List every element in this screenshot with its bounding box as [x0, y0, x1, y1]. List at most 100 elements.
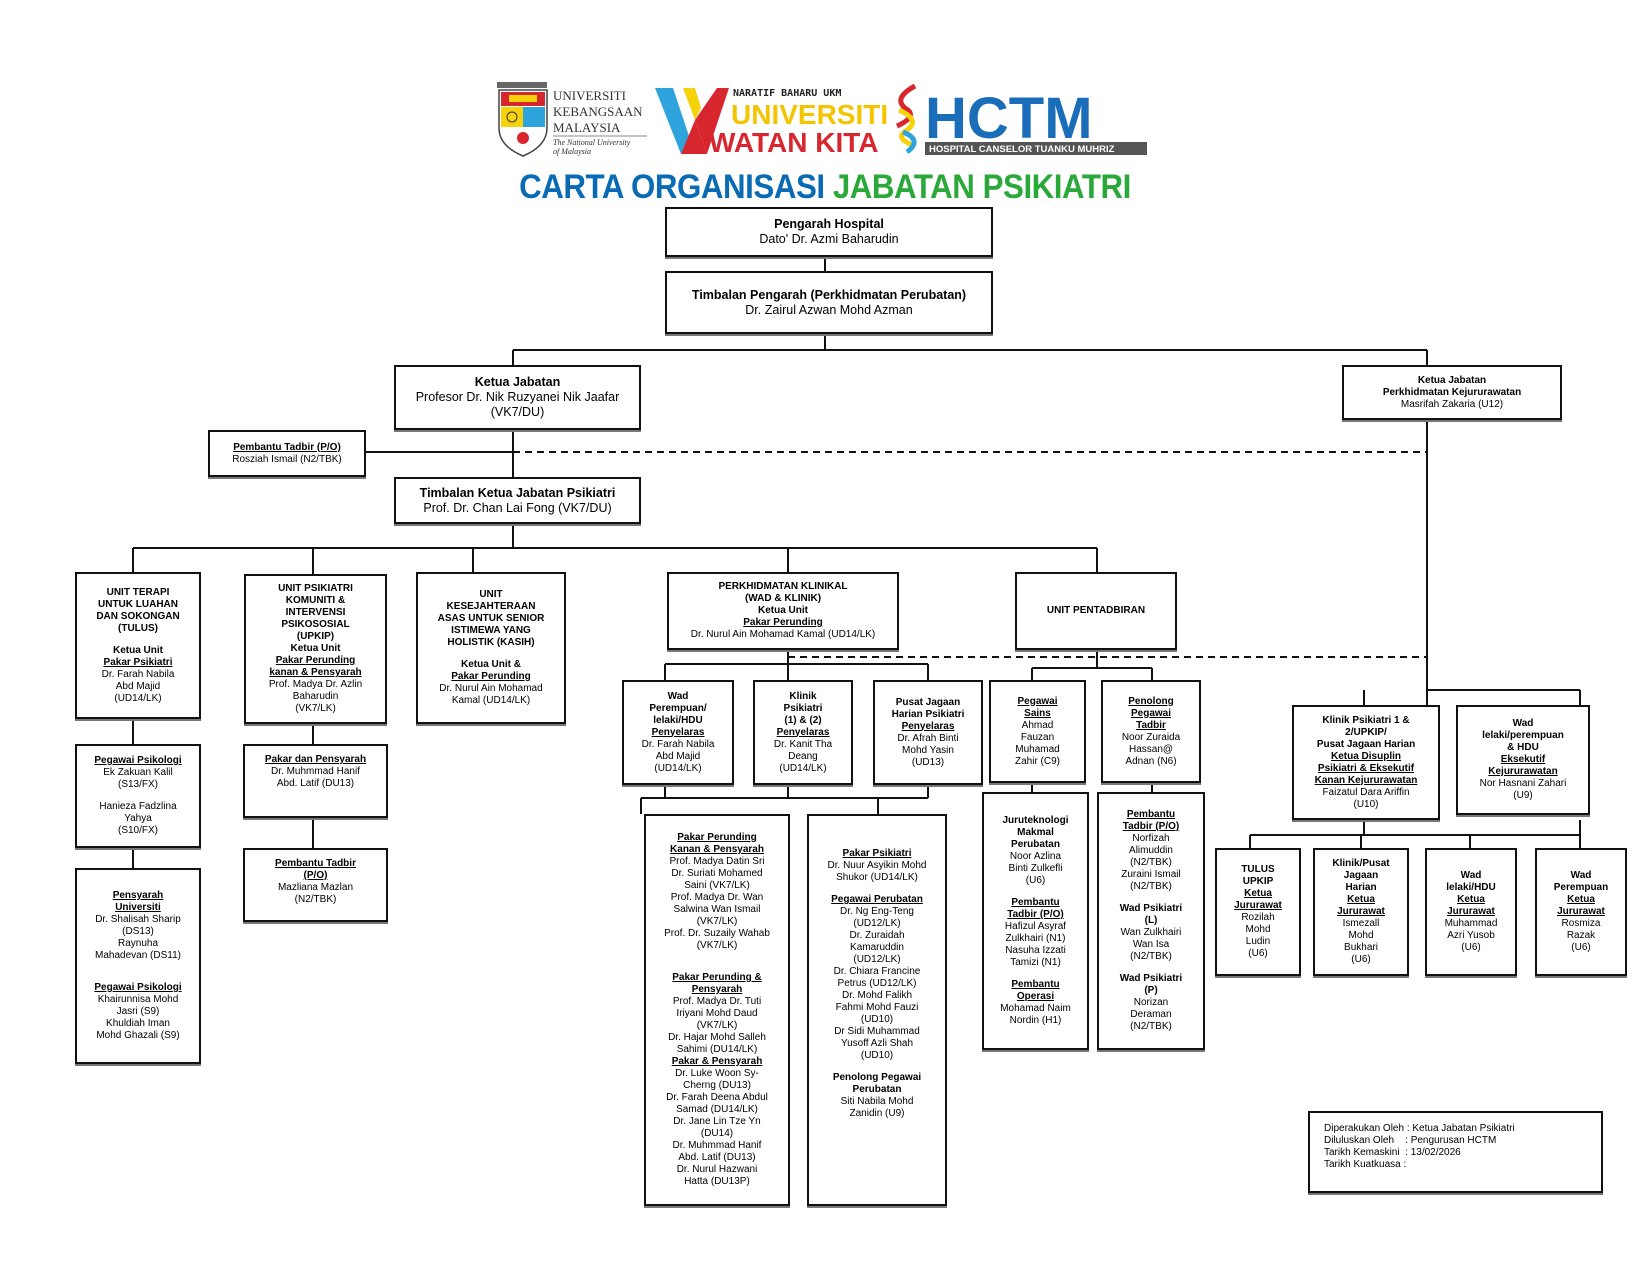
name: Profesor Dr. Nik Ruzyanei Nik Jaafar — [415, 390, 620, 404]
staff-line: Dr. Nurul Hazwani — [676, 1164, 758, 1175]
l2: (WAD & KLINIK) — [744, 593, 822, 604]
node-ketua-jabatan[interactable]: Ketua Jabatan Profesor Dr. Nik Ruzyanei … — [394, 365, 641, 430]
node-tulus-psikologi[interactable]: Pegawai Psikologi Ek Zakuan Kalil (S13/F… — [75, 744, 201, 848]
heading: (L) — [1144, 915, 1158, 926]
l2: UPKIP — [1242, 876, 1274, 887]
staff-line: Deraman — [1130, 1009, 1172, 1020]
p1b: (S13/FX) — [117, 779, 158, 790]
r1: Ketua — [1347, 894, 1375, 905]
staff-line: Wan Isa — [1132, 939, 1170, 950]
n2: Baharudin — [292, 691, 339, 702]
r1: Ketua Disuplin — [1330, 750, 1401, 762]
n2: Mohd Yasin — [902, 744, 954, 756]
n3: Adnan (N6) — [1125, 755, 1177, 767]
l2: 2/UPKIP/ — [1345, 726, 1387, 738]
node-unit-upkip[interactable]: UNIT PSIKIATRI KOMUNITI & INTERVENSI PSI… — [244, 574, 387, 724]
staff-line: Saini (VK7/LK) — [684, 880, 750, 891]
grade: (VK7/DU) — [490, 405, 545, 419]
staff-line: Dr. Mohd Falikh — [841, 990, 913, 1001]
role3: Pegawai Psikologi — [94, 982, 182, 993]
hctm-helix-icon — [895, 83, 917, 154]
n2: Abd Majid — [655, 750, 701, 762]
node-klinik-kejururawatan[interactable]: Klinik Psikiatri 1 & 2/UPKIP/ Pusat Jaga… — [1292, 705, 1440, 820]
heading: Wad Psikiatri — [1119, 903, 1183, 914]
l4: ISTIMEWA YANG — [451, 625, 531, 636]
uwk-top: NARATIF BAHARU UKM — [733, 88, 841, 99]
staff-line: Mohamad Naim — [1000, 1003, 1071, 1014]
l2: Perempuan — [1553, 882, 1609, 893]
node-upkip-pembantu-tadbir[interactable]: Pembantu Tadbir (P/O) Mazliana Mazlan (N… — [243, 848, 388, 922]
l3: Pusat Jagaan Harian — [1316, 738, 1416, 750]
node-timbalan-pengarah[interactable]: Timbalan Pengarah (Perkhidmatan Perubata… — [665, 271, 993, 334]
r1: Ketua — [1567, 894, 1595, 905]
node-unit-kasih[interactable]: UNIT KESEJAHTERAAN ASAS UNTUK SENIOR IST… — [416, 572, 566, 724]
n1: Noor Zuraida — [1121, 731, 1181, 743]
node-penolong-pegawai-tadbir[interactable]: Penolong Pegawai Tadbir Noor Zuraida Has… — [1101, 680, 1201, 783]
node-klinik-psikiatri[interactable]: Klinik Psikiatri (1) & (2) Penyelaras Dr… — [753, 680, 853, 785]
staff-line: Dr. Nuur Asyikin Mohd — [827, 860, 927, 871]
l3: & HDU — [1507, 742, 1539, 753]
heading: Pakar & Pensyarah — [671, 1056, 763, 1067]
r2: Jururawat — [1234, 900, 1282, 911]
l1: Klinik Psikiatri 1 & — [1322, 714, 1410, 726]
n2: Razak — [1566, 930, 1596, 941]
node-timbalan-ketua-jabatan[interactable]: Timbalan Ketua Jabatan Psikiatri Prof. D… — [394, 477, 641, 524]
node-pengarah-hospital[interactable]: Pengarah Hospital Dato' Dr. Azmi Baharud… — [665, 207, 993, 257]
n2: (U9) — [1513, 790, 1533, 801]
n3: (VK7/LK) — [295, 703, 336, 714]
node-tulus-pensyarah[interactable]: Pensyarah Universiti Dr. Shalisah Sharip… — [75, 868, 201, 1064]
l5: HOLISTIK (KASIH) — [447, 637, 535, 648]
staff-line: Dr. Luke Woon Sy- — [675, 1068, 759, 1079]
staff-line: Dr. Suriati Mohamed — [671, 868, 763, 879]
node-upkip-pakar[interactable]: Pakar dan Pensyarah Dr. Muhmmad Hanif Ab… — [243, 744, 388, 818]
p2a: Hanieza Fadzlina — [99, 801, 177, 812]
n2: Mohd — [1348, 930, 1374, 941]
name: Dato' Dr. Azmi Baharudin — [759, 232, 899, 246]
r2: Sains — [1024, 707, 1051, 719]
n1: Dr. Afrah Binti — [897, 732, 959, 744]
node-unit-pentadbiran[interactable]: UNIT PENTADBIRAN — [1015, 572, 1177, 650]
node-pegawai-sains[interactable]: Pegawai Sains Ahmad Fauzan Muhamad Zahir… — [989, 680, 1086, 783]
heading: Pembantu — [1011, 897, 1060, 908]
n1: Dr. Nurul Ain Mohamad — [439, 683, 543, 694]
uwk-w-icon — [655, 88, 729, 154]
node-wad-perempuan-ketua-jururawat[interactable]: Wad Perempuan Ketua Jururawat Rosmiza Ra… — [1535, 848, 1627, 976]
staff-line: (VK7/LK) — [696, 916, 738, 927]
node-pusat-jagaan[interactable]: Pusat Jagaan Harian Psikiatri Penyelaras… — [873, 680, 983, 785]
n1: Nor Hasnani Zahari — [1479, 778, 1567, 789]
staff-line: Norfizah — [1132, 833, 1170, 844]
heading: Perubatan — [1011, 839, 1060, 850]
staff-line: (N2/TBK) — [1130, 881, 1172, 892]
r1: Ketua Unit — [758, 605, 808, 616]
node-wad-psikiatri[interactable]: Wad Perempuan/ lelaki/HDU Penyelaras Dr.… — [622, 680, 734, 785]
node-unit-tulus[interactable]: UNIT TERAPI UNTUK LUAHAN DAN SOKONGAN (T… — [75, 572, 201, 719]
node-wad-lelaki-ketua-jururawat[interactable]: Wad lelaki/HDU Ketua Jururawat Muhammad … — [1425, 848, 1517, 976]
b1: Khairunnisa Mohd — [97, 994, 179, 1005]
staff-line: (UD12/LK) — [853, 954, 901, 965]
hctm-sub: HOSPITAL CANSELOR TUANKU MUHRIZ — [929, 144, 1115, 155]
node-tulus-ketua-jururawat[interactable]: TULUS UPKIP Ketua Jururawat Rozilah Mohd… — [1215, 848, 1301, 976]
n1: Muhammad — [1444, 918, 1498, 929]
node-wad-kejururawatan[interactable]: Wad lelaki/perempuan & HDU Eksekutif Kej… — [1456, 705, 1590, 815]
node-ketua-kejururawatan[interactable]: Ketua Jabatan Perkhidmatan Kejururawatan… — [1342, 365, 1562, 420]
ukm-tagline1: The National University — [553, 138, 631, 147]
ukm-crest-icon — [497, 82, 548, 157]
r2: Pakar Perunding — [743, 617, 823, 628]
ukm-line2: KEBANGSAAN — [553, 104, 643, 119]
node-perkhidmatan-klinikal[interactable]: PERKHIDMATAN KLINIKAL (WAD & KLINIK) Ket… — [667, 572, 899, 650]
p2c: (S10/FX) — [117, 825, 158, 836]
n1: Prof. Madya Dr. Azlin — [268, 679, 363, 690]
node-pusat-ketua-jururawat[interactable]: Klinik/Pusat Jagaan Harian Ketua Jururaw… — [1313, 848, 1409, 976]
staff-line: Nordin (H1) — [1009, 1015, 1062, 1026]
r1: Pegawai — [1017, 695, 1058, 707]
r3: Tadbir — [1136, 719, 1166, 731]
node-pembantu-tadbir[interactable]: Pembantu Tadbir (P/O) Rosziah Ismail (N2… — [208, 430, 366, 477]
heading: Pembantu — [1011, 979, 1060, 990]
approval-info-box: Diperakukan Oleh : Ketua Jabatan Psikiat… — [1308, 1111, 1603, 1193]
heading: Operasi — [1016, 991, 1055, 1002]
n3: (U6) — [1571, 942, 1591, 953]
